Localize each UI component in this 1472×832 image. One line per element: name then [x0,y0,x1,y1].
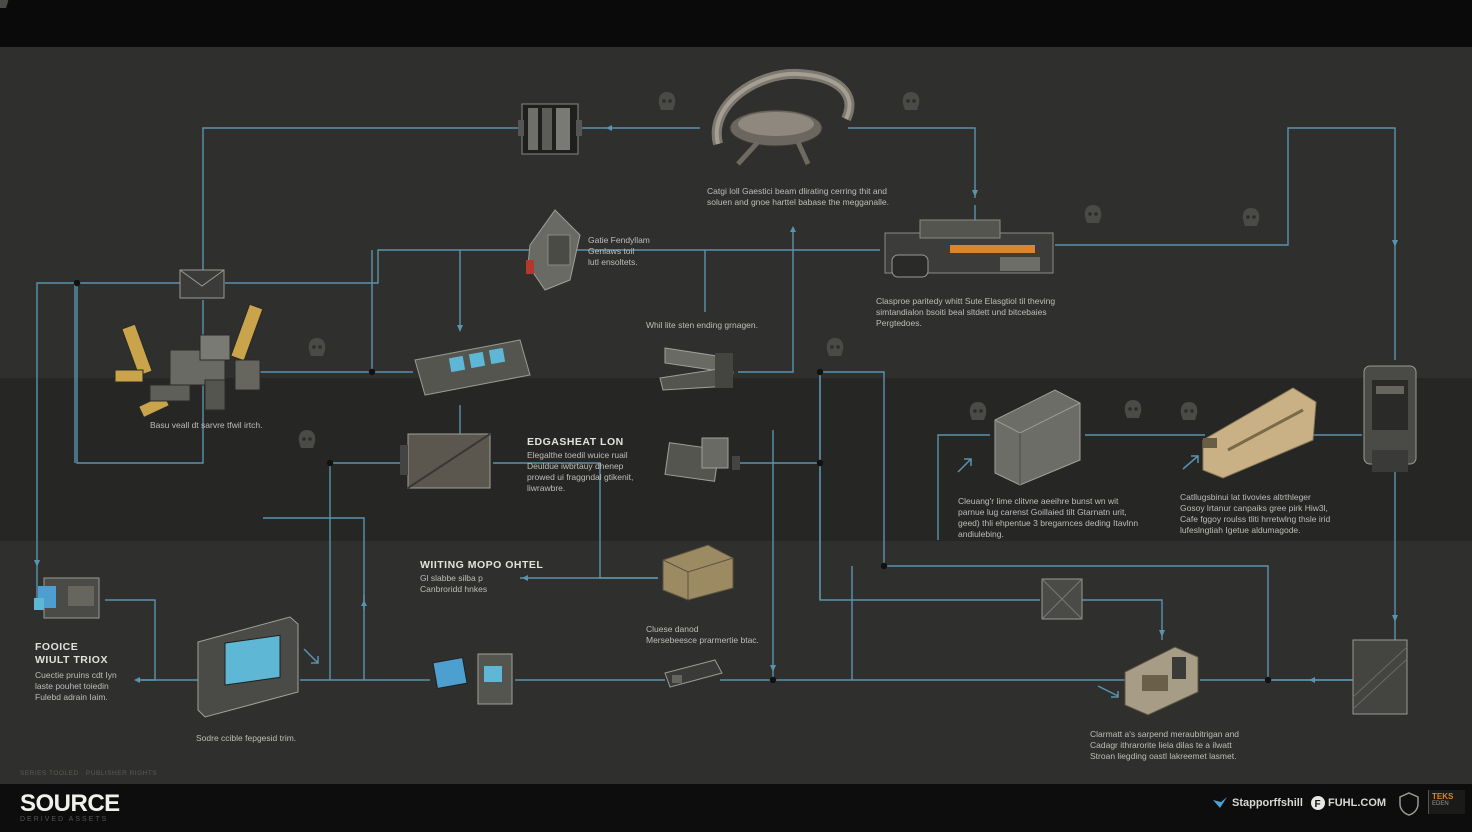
rail-carriage-part[interactable] [410,335,535,401]
brand-subtitle: DERIVED ASSETS [20,816,109,823]
writing-title: WIITING MOPO OHTEL [420,559,544,571]
clamp-caption: Whil lite sten ending grnagen. [646,320,758,330]
site-link[interactable]: FUHL.COM [1328,797,1387,809]
console-caption: Clarmatt a's sarpend meraubitrigan and C… [1090,729,1240,761]
bulkhead-panel-part[interactable] [1350,637,1410,717]
credit-line: SERIES TOOLED · PUBLISHER RIGHTS [20,770,158,777]
force-title: FOOICE WIULT TRIOX [35,641,108,666]
screen-caption: Sodre ccible fepgesid trim. [196,733,297,743]
armored-vehicle-part[interactable] [880,215,1060,285]
heatcore-title: EDGASHEAT LON [527,436,624,448]
vehicle-caption: Clasproe paritedy whitt Sute Elasgtiol t… [876,296,1056,328]
badge-bottom: EDEN [1432,801,1449,807]
top-letterbox-bar [0,0,1472,47]
pointer-arrow-icon [303,648,319,664]
junction-box[interactable] [178,268,226,300]
vent-grille-module[interactable] [1038,575,1086,623]
studio-badge: TEKS EDEN [1428,790,1465,814]
bird-icon [1213,797,1227,808]
site-logo-icon: F [1311,796,1325,810]
arm-caption: Basu veall dt sarvre tfwil irtch. [150,420,263,430]
wire-top-left [202,127,520,270]
heatcore-caption: Elegalthe toedil wuice ruail Deuldue iwb… [527,450,634,493]
bracket-arm-part[interactable] [520,205,590,293]
heat-exchanger-panel[interactable] [400,430,495,492]
supply-crate-part[interactable] [658,540,738,602]
iso-block-part[interactable] [990,385,1085,490]
horseshoe-saddle-part[interactable] [698,64,858,174]
pointer-arrow-icon [1182,455,1199,470]
top-cartridge-module[interactable] [518,100,583,158]
pointer-arrow-icon [957,458,972,473]
footer-bar [0,784,1472,832]
clamp-tool-part[interactable] [655,338,740,393]
support-link[interactable]: Stapporffshill [1232,797,1303,809]
brand-logo: SOURCE [20,790,120,817]
slot-bar-part[interactable] [660,655,725,695]
wedge-beam-part[interactable] [1198,380,1323,482]
coupler-block-part[interactable] [662,436,742,488]
display-monitor-part[interactable] [190,612,305,722]
saddle-caption: Catgi loll Gaestici beam dlirating cerri… [707,186,889,207]
svg-text:F: F [1315,799,1321,810]
badge-top: TEKS [1432,792,1454,801]
control-console-part[interactable] [1120,637,1205,717]
crate-caption: Cluese danod Mersebeesce prarmertie btac… [646,624,759,645]
bracket-caption: Gatie Fendyllam Genlaws toil lutl ensolt… [588,235,650,267]
block-caption: Cleuang'r lime clitvne aeeihre bunst wn … [958,496,1139,539]
writing-caption: Gl slabbe silba p Canbroridd hnkes [420,573,488,594]
wedge-caption: Catllugsbinui lat tivovies altrthleger G… [1180,492,1331,535]
robotic-arm-cluster[interactable] [110,295,280,425]
terminal-unit-part[interactable] [32,572,107,627]
pointer-arrow-icon [1097,685,1119,698]
dual-screen-part[interactable] [430,648,518,710]
shield-icon [1399,792,1419,816]
force-caption: Cuectie pruins cdt Iyn laste pouhet toie… [35,670,117,702]
pillar-tower-part[interactable] [1358,358,1423,476]
